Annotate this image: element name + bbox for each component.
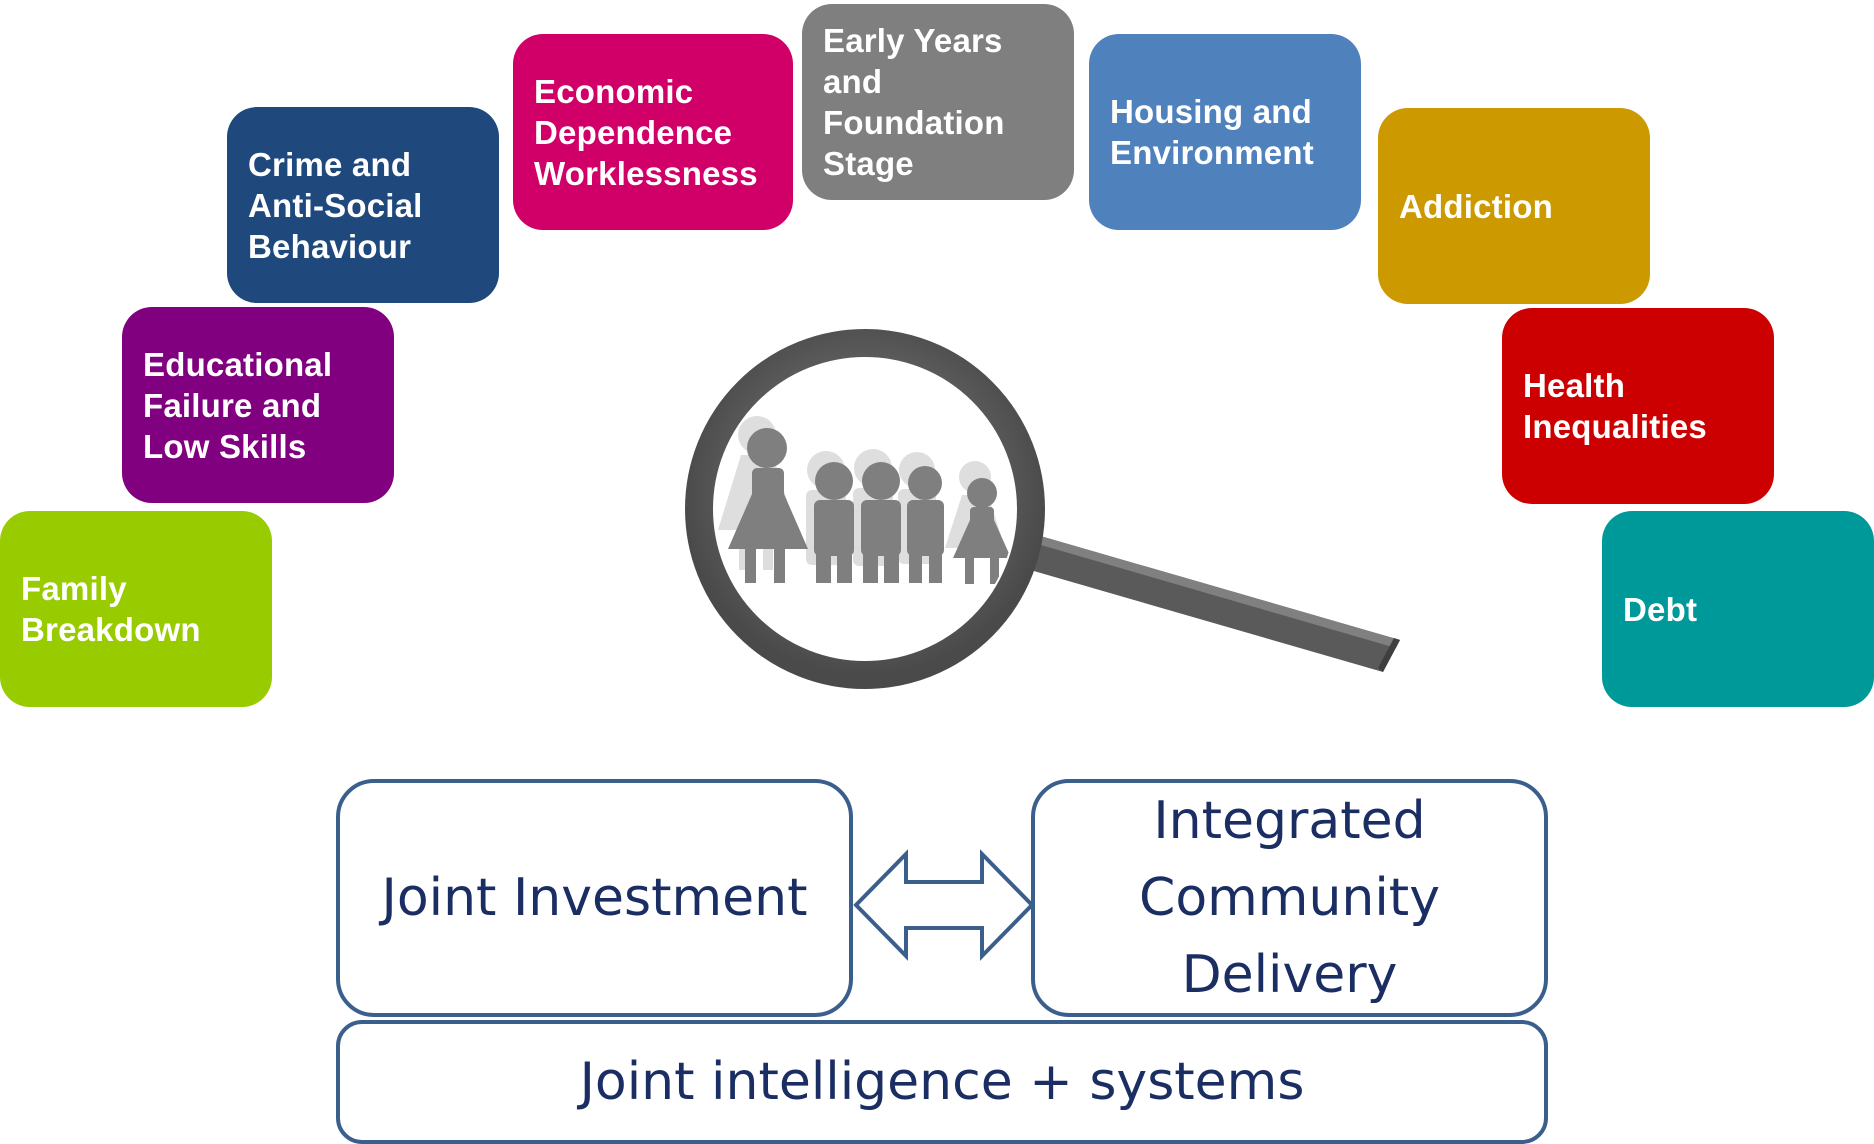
topic-tile-housing: Housing and Environment [1089,34,1361,230]
joint-intelligence-label: Joint intelligence + systems [579,1052,1305,1112]
topic-label: Family Breakdown [21,570,201,648]
topic-label: Addiction [1399,187,1553,225]
topic-label: Economic Dependence Worklessness [534,72,758,192]
topic-tile-economic-dependence: Economic Dependence Worklessness [513,34,793,230]
magnifier-handle [1020,535,1400,672]
topic-tile-health: Health Inequalities [1502,308,1774,504]
topic-label: Health Inequalities [1523,367,1707,445]
magnifier-ring [685,329,1045,689]
integrated-community-delivery-box: Integrated Community Delivery [1031,779,1548,1017]
family-figures-icon [718,416,1011,584]
topic-label: Debt [1623,590,1698,628]
topic-tile-early-years: Early Years and Foundation Stage [802,4,1074,200]
topic-tile-family-breakdown: Family Breakdown [0,511,272,707]
topic-tile-educational-failure: Educational Failure and Low Skills [122,307,394,503]
joint-investment-label: Joint Investment [381,867,808,928]
joint-intelligence-box: Joint intelligence + systems [336,1020,1548,1144]
topic-tile-addiction: Addiction [1378,108,1650,304]
topic-tile-debt: Debt [1602,511,1874,707]
magnifying-glass-family-icon [685,329,1400,689]
topic-label: Early Years and Foundation Stage [823,22,1005,182]
topic-label: Crime and Anti-Social Behaviour [248,145,423,265]
topic-tile-crime: Crime and Anti-Social Behaviour [227,107,499,303]
topic-label: Housing and Environment [1110,93,1314,171]
joint-investment-box: Joint Investment [336,779,853,1017]
integrated-community-delivery-label: Integrated Community Delivery [1139,790,1440,1005]
topic-label: Educational Failure and Low Skills [143,345,333,465]
